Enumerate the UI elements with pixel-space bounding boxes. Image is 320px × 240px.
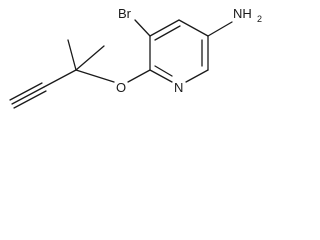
bond-cq-methyl-up (67, 39, 77, 71)
bond-c6-o (127, 69, 151, 83)
triple-bond-line-3 (9, 82, 43, 101)
bond-n1-c6-double (154, 65, 173, 77)
bond-cq-methyl-right (75, 45, 105, 71)
bromine-label: Br (118, 6, 132, 21)
bond-n1-c6 (149, 69, 173, 83)
ether-oxygen-label: O (116, 80, 126, 95)
chemical-structure: Br NH 2 N O (9, 6, 262, 109)
bond-c3-nh2 (207, 21, 233, 37)
bond-c2-n1 (185, 69, 209, 83)
bond-c5-c4 (149, 19, 180, 37)
substituent-bonds (43, 19, 233, 88)
alkyne-triple-bond (9, 82, 47, 109)
ring-nitrogen-label: N (174, 80, 183, 95)
pyridine-ring (149, 19, 209, 83)
amine-label: NH (233, 6, 252, 21)
triple-bond-line-1 (11, 86, 45, 105)
bond-c5-br (134, 19, 151, 37)
triple-bond-line-2 (13, 90, 47, 109)
bond-cq-alkyne (43, 69, 77, 88)
amine-subscript: 2 (257, 14, 262, 24)
bond-c5-c4-double (154, 25, 181, 41)
bond-c4-c3 (178, 19, 209, 37)
bond-o-cq (75, 69, 115, 83)
